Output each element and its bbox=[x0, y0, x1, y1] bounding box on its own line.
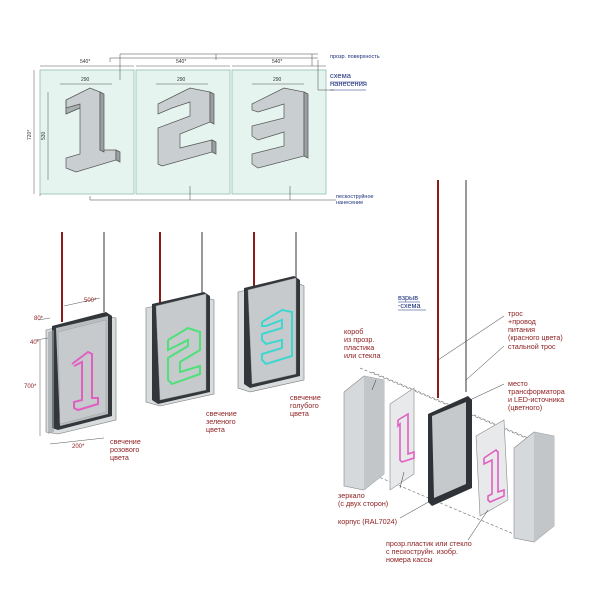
label-cable-power-l3: питания bbox=[508, 325, 535, 334]
dim-width-2: 540* bbox=[176, 59, 186, 65]
hanging-signs: 500* 80* 40* 700* 200* свечение розового… bbox=[24, 232, 323, 462]
glow-blue-l1: свечение bbox=[290, 393, 321, 402]
dim-700: 700* bbox=[24, 384, 37, 390]
clear-box-front bbox=[513, 431, 555, 543]
label-steel-cable: стальной трос bbox=[508, 342, 556, 351]
glow-blue-l2: голубого bbox=[290, 401, 319, 410]
glow-blue-label: свечение голубого цвета bbox=[290, 393, 323, 418]
glow-green-l2: зеленого bbox=[206, 417, 236, 426]
dim-40: 40* bbox=[30, 340, 40, 346]
dim-height-outer: 720* bbox=[27, 130, 33, 140]
digit-2-outline bbox=[157, 87, 217, 167]
top-scheme: 540* 540* 540* 290 290 290 720* 530 bbox=[27, 53, 380, 206]
dim-inner-1: 290 bbox=[81, 77, 90, 83]
label-box-l3: пластика bbox=[344, 343, 374, 352]
label-sandblast-l1: пескоструйное bbox=[336, 193, 374, 200]
dim-inner-3: 290 bbox=[273, 77, 282, 83]
explode-title-l1: взрыв bbox=[398, 293, 418, 302]
dimension-lines bbox=[33, 65, 326, 194]
digit-3-outline bbox=[251, 87, 309, 169]
label-mirror-l2: (с двух сторон) bbox=[338, 499, 388, 508]
label-transformer-l3: и LED-источника bbox=[508, 395, 564, 404]
label-plastic: прозр.пластик или стекло с пескоструйн. … bbox=[386, 539, 474, 564]
label-box-l2: из прозр. bbox=[344, 335, 374, 344]
glow-pink-l1: свечение bbox=[110, 437, 141, 446]
explode-title: взрыв -схема bbox=[398, 293, 420, 310]
label-transformer: место трансформатора и LED-источника (цв… bbox=[508, 379, 567, 412]
label-box-l4: или стекла bbox=[344, 351, 380, 360]
label-surface: прозр. поверхность bbox=[330, 54, 380, 60]
glow-green-l1: свечение bbox=[206, 409, 237, 418]
dim-width-1: 540* bbox=[80, 59, 90, 65]
digit-1-outline bbox=[65, 87, 121, 173]
label-scheme-l1: схема bbox=[330, 71, 352, 80]
label-body: корпус (RAL7024) bbox=[338, 517, 397, 526]
exploded-view: взрыв -схема короб из прозр. пластика ил… bbox=[338, 180, 567, 564]
label-cable-power: трос +провод питания (красного цвета) bbox=[508, 309, 563, 342]
dim-height-inner: 530 bbox=[41, 131, 47, 140]
dim-80: 80* bbox=[34, 316, 44, 322]
dim-500: 500* bbox=[84, 298, 97, 304]
sign-dimension-lines bbox=[35, 297, 105, 445]
glow-green-l3: цвета bbox=[206, 425, 225, 434]
label-plastic-l3: номера кассы bbox=[386, 555, 433, 564]
clear-box bbox=[343, 375, 385, 491]
sign-2-digit bbox=[167, 326, 201, 386]
glow-pink-l3: цвета bbox=[110, 453, 129, 462]
label-box-l1: короб bbox=[344, 327, 363, 336]
sign-pink bbox=[45, 232, 117, 435]
sign-1-digit bbox=[71, 350, 99, 412]
explode-title-l2: -схема bbox=[398, 301, 420, 310]
label-transformer-l4: (цветного) bbox=[508, 403, 542, 412]
top-leaders bbox=[39, 53, 336, 201]
sandblast-panel-front bbox=[475, 419, 509, 517]
sandblast-panel-back bbox=[389, 387, 415, 491]
glow-green-label: свечение зеленого цвета bbox=[206, 409, 239, 434]
label-plastic-l2: с пескоструйн. изобр. bbox=[386, 547, 458, 556]
label-plastic-l1: прозр.пластик или стекло bbox=[386, 539, 472, 548]
label-cable-power-l4: (красного цвета) bbox=[508, 333, 563, 342]
label-mirror: зеркало (с двух сторон) bbox=[338, 491, 388, 508]
sign-green bbox=[145, 232, 215, 407]
label-cable-power-l1: трос bbox=[508, 309, 523, 318]
sign-3-digit bbox=[261, 308, 293, 366]
label-box: короб из прозр. пластика или стекла bbox=[344, 327, 380, 360]
label-cable-power-l2: +провод bbox=[508, 317, 537, 326]
glow-pink-l2: розового bbox=[110, 445, 139, 454]
dim-inner-2: 290 bbox=[177, 77, 186, 83]
dim-200: 200* bbox=[72, 444, 85, 450]
label-sandblast-l2: нанесение bbox=[336, 200, 363, 206]
dim-width-3: 540* bbox=[272, 59, 282, 65]
explode-leaders bbox=[371, 315, 505, 541]
body-frame bbox=[428, 396, 472, 506]
label-scheme: схема нанесения bbox=[330, 71, 367, 88]
glow-pink-label: свечение розового цвета bbox=[110, 437, 143, 462]
sign-cyan bbox=[237, 232, 305, 393]
label-transformer-l1: место bbox=[508, 379, 528, 388]
label-sandblast: пескоструйное нанесение bbox=[336, 193, 375, 206]
label-mirror-l1: зеркало bbox=[338, 491, 365, 500]
glow-blue-l3: цвета bbox=[290, 409, 309, 418]
label-transformer-l2: трансформатора bbox=[508, 387, 565, 396]
label-scheme-l2: нанесения bbox=[330, 79, 367, 88]
